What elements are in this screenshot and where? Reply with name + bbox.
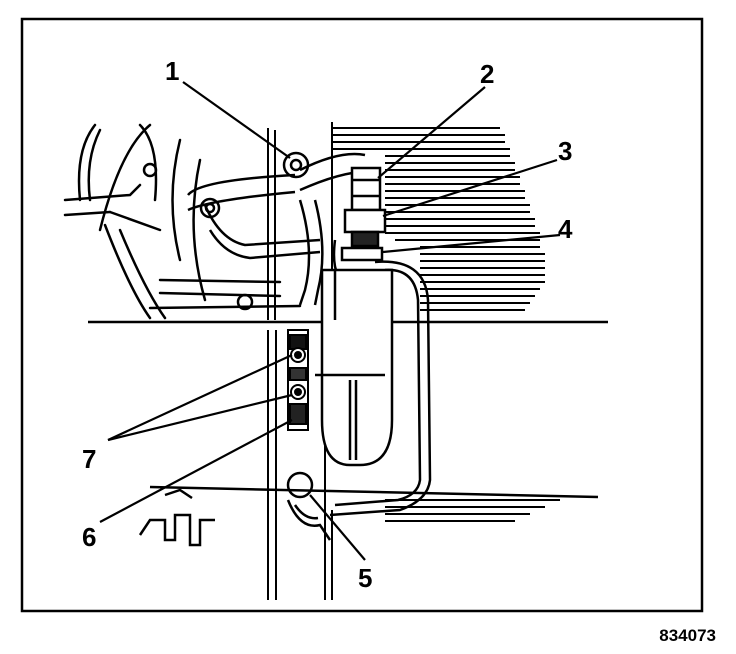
condenser-fins [332,127,560,522]
callout-4: 4 [558,214,573,244]
section-line-bottom [149,485,599,499]
lower-bracket [138,488,215,547]
fitting-assembly [340,166,387,262]
bracket-seals [287,329,309,431]
callout-7: 7 [82,444,96,474]
radiator-support [267,122,333,600]
leader-lines [99,81,561,561]
line-clamp [282,151,310,179]
callout-5: 5 [358,563,372,593]
mounting-grommet [286,471,332,541]
engine-components [63,123,302,320]
figure-id: 834073 [659,626,716,645]
figure-border [20,17,704,613]
callout-6: 6 [82,522,96,552]
callout-2: 2 [480,59,494,89]
callout-3: 3 [558,136,572,166]
accumulator-canister [315,268,394,467]
callout-1: 1 [165,56,179,86]
